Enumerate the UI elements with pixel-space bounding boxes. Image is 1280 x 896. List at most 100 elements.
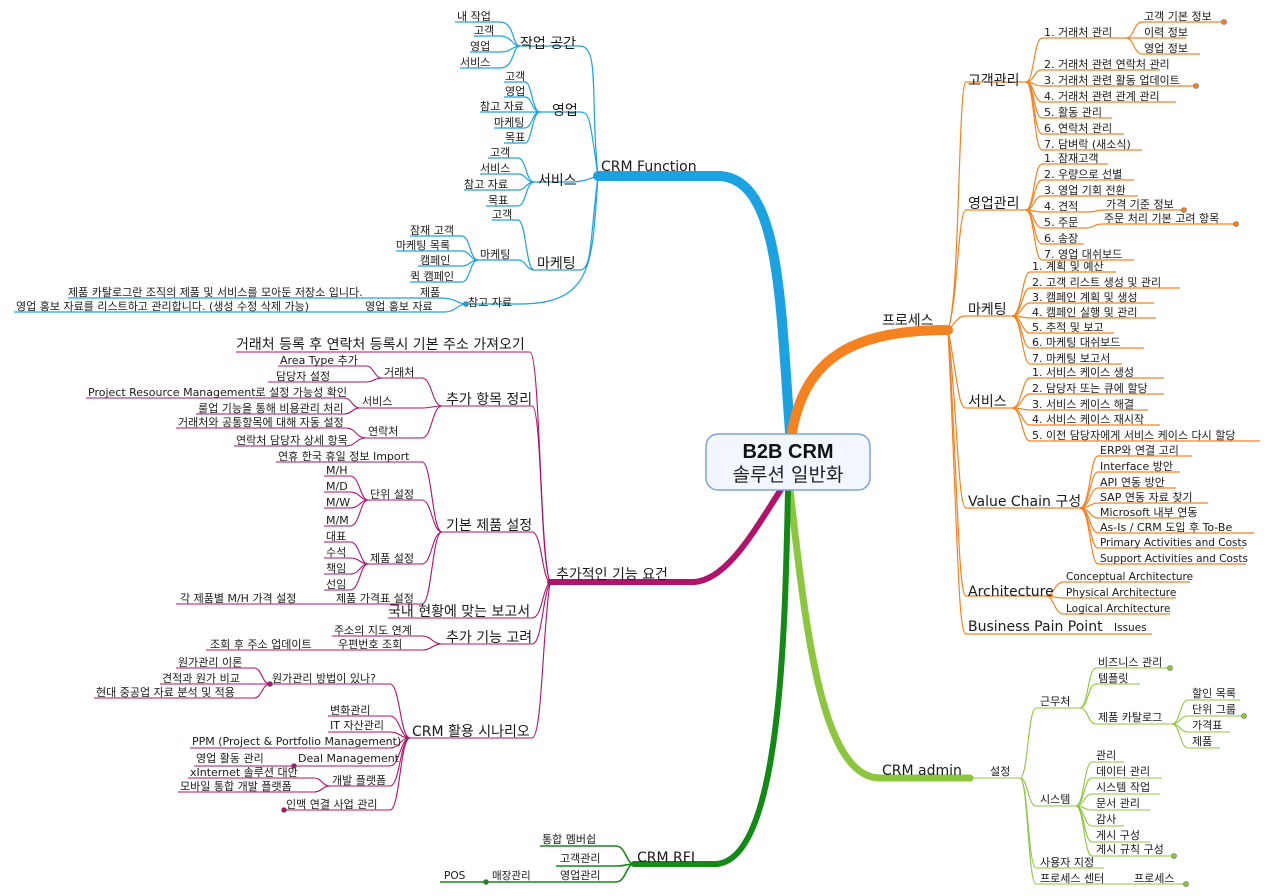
value-chain-item[interactable]: API 연동 방안 [1100,476,1165,489]
sales-mgmt-item[interactable]: 7. 영업 대쉬보드 [1044,248,1122,261]
marketing-proc-item[interactable]: 7. 마케팅 보고서 [1032,352,1110,365]
pos-label[interactable]: POS [444,870,466,882]
marketing-sub-item[interactable]: 퀵 캠페인 [410,270,454,283]
sales-item[interactable]: 고객 [505,70,525,83]
sales-mgmt-item[interactable]: 2. 우량으로 선별 [1044,168,1122,181]
workspace-item[interactable]: 고객 [474,24,494,37]
service-item[interactable]: 서비스 [480,162,510,175]
rfi-item[interactable]: 통합 멤버쉽 [542,833,596,846]
scenario-item[interactable]: 변화관리 [330,704,370,717]
customer-item[interactable]: 2. 거래처 관련 연락처 관리 [1044,58,1170,71]
network-label[interactable]: 인맥 연결 사업 관리 [286,798,377,811]
crm-rfi-label[interactable]: CRM RFI [637,850,695,866]
scenario-item[interactable]: PPM (Project & Portfolio Management) [192,735,401,748]
value-chain-item[interactable]: Support Activities and Costs [1100,553,1248,565]
sales-mgmt-item[interactable]: 3. 영업 기회 전환 [1044,184,1126,197]
value-chain-label[interactable]: Value Chain 구성 [968,494,1081,510]
catalog-label[interactable]: 제품 카탈로그 [1098,711,1162,724]
user-settings-label[interactable]: 사용자 지정 [1040,856,1094,869]
sales-mgmt-label[interactable]: 영업관리 [968,196,1020,212]
service-proc-item[interactable]: 4. 서비스 케이스 재시작 [1032,413,1144,426]
service-proc-item[interactable]: 5. 이전 담당자에게 서비스 케이스 다시 할당 [1032,429,1236,442]
add-items-account[interactable]: 거래처 [384,366,414,379]
system-item[interactable]: 게시 구성 [1096,829,1140,842]
unit-item[interactable]: M/D [326,480,348,493]
platform-item[interactable]: 모바일 통합 개발 플랫폼 [180,779,292,793]
system-label[interactable]: 시스템 [1040,793,1070,806]
marketing-proc-item[interactable]: 2. 고객 리스트 생성 및 관리 [1032,276,1161,289]
report-label[interactable]: 국내 현황에 맞는 보고서 [388,604,530,620]
marketing-proc-item[interactable]: 6. 마케팅 대쉬보드 [1032,336,1120,349]
customer-item[interactable]: 4. 거래처 관련 관계 관리 [1044,90,1160,103]
sales-mgmt-item[interactable]: 5. 주문 [1044,216,1078,229]
catalog-item[interactable]: 가격표 [1192,719,1222,732]
process-center-label[interactable]: 프로세스 센터 [1040,872,1104,885]
service-proc-item[interactable]: 3. 서비스 케이스 해결 [1032,397,1134,411]
store-label[interactable]: 매장관리 [492,870,531,882]
sales-item[interactable]: 참고 자료 [480,100,524,113]
customer-sub1-item[interactable]: 영업 정보 [1144,42,1188,55]
workspace-label[interactable]: 작업 공간 [520,36,576,52]
cost-label[interactable]: 원가관리 방법이 있나? [272,672,376,685]
scenario-label[interactable]: CRM 활용 시나리오 [412,724,530,740]
architecture-item[interactable]: Logical Architecture [1066,603,1170,615]
price-setting-item[interactable]: 각 제품별 M/H 가격 설정 [180,592,296,605]
marketing-proc-item[interactable]: 5. 추적 및 보고 [1032,321,1104,334]
service-proc-label[interactable]: 서비스 [968,394,1007,410]
holiday-item[interactable]: 연휴 한국 휴일 정보 Import [278,449,410,463]
service-item[interactable]: Project Resource Management로 설정 가능성 확인 [88,386,347,399]
deal-item[interactable]: 영업 활동 관리 [196,751,264,765]
unit-item[interactable]: M/W [326,496,350,509]
pain-point-item[interactable]: Issues [1114,622,1147,634]
crm-function-label[interactable]: CRM Function [601,159,697,175]
customer-item[interactable]: 3. 거래처 관련 활동 업데이트 [1044,73,1180,87]
reference-label[interactable]: 참고 자료 [468,296,512,309]
system-item[interactable]: 시스템 작업 [1096,781,1150,794]
service-item[interactable]: 참고 자료 [464,178,508,191]
customer-item[interactable]: 6. 연락처 관리 [1044,122,1112,135]
marketing-sub-item[interactable]: 마케팅 목록 [396,239,450,252]
sales-item[interactable]: 마케팅 [494,116,524,129]
catalog-item[interactable]: 제품 [1192,735,1212,748]
crm-admin-label[interactable]: CRM admin [882,763,962,779]
scenario-item[interactable]: IT 자산관리 [330,719,384,732]
workspace-item[interactable]: 영업 [470,40,490,53]
marketing-sub-item[interactable]: 캠페인 [420,254,450,267]
sales-item[interactable]: 목표 [505,131,525,144]
customer-mgmt-label[interactable]: 고객관리 [968,73,1020,89]
contact-item[interactable]: 연락처 담당자 상세 항목 [236,434,348,447]
contact-item[interactable]: 거래처와 공통항목에 대해 자동 설정 [178,415,344,429]
sales-mgmt-item[interactable]: 1. 잠재고객 [1044,152,1098,165]
add-items-label[interactable]: 추가 항목 정리 [446,392,532,408]
customer-item[interactable]: 5. 활동 관리 [1044,105,1102,119]
product-setting-label[interactable]: 제품 설정 [370,552,414,565]
architecture-item[interactable]: Physical Architecture [1066,587,1176,599]
marketing-proc-item[interactable]: 4. 캠페인 실행 및 관리 [1032,306,1137,319]
system-item[interactable]: 데이터 관리 [1096,765,1150,778]
add-items-contact[interactable]: 연락처 [368,425,398,438]
additional-label[interactable]: 추가적인 기능 요건 [556,567,668,583]
marketing-label[interactable]: 마케팅 [537,256,576,272]
system-item[interactable]: 게시 규칙 구성 [1096,843,1164,856]
service-item[interactable]: 목표 [488,194,508,207]
platform-item[interactable]: xInternet 솔루션 대안 [190,766,298,779]
add-items-service[interactable]: 서비스 [362,395,392,408]
workspace-item[interactable]: 서비스 [460,56,490,69]
value-chain-item[interactable]: As-Is / CRM 도입 후 To-Be [1100,521,1232,534]
product-setting-item[interactable]: 대표 [326,530,346,543]
platform-label[interactable]: 개발 플랫폼 [332,774,386,787]
marketing-proc-item[interactable]: 3. 캠페인 계획 및 생성 [1032,291,1137,304]
customer-sub1-item[interactable]: 이력 정보 [1144,26,1188,39]
service-proc-item[interactable]: 1. 서비스 케이스 생성 [1032,366,1134,379]
product-setting-item[interactable]: 선임 [326,578,346,591]
extra-zip[interactable]: 우편번호 조회 [338,638,402,651]
architecture-label[interactable]: Architecture [968,584,1054,600]
catalog-item[interactable]: 할인 목록 [1192,687,1236,700]
product-setting-item[interactable]: 책임 [326,562,346,575]
system-item[interactable]: 관리 [1096,749,1116,762]
customer-sub1-item[interactable]: 고객 기본 정보 [1144,10,1212,23]
quote-detail[interactable]: 가격 기준 정보 [1106,198,1174,211]
center-topic[interactable]: B2B CRM 솔루션 일반화 [705,433,871,491]
workplace-item[interactable]: 비즈니스 관리 [1098,656,1162,669]
cost-item[interactable]: 원가관리 이론 [178,656,242,669]
